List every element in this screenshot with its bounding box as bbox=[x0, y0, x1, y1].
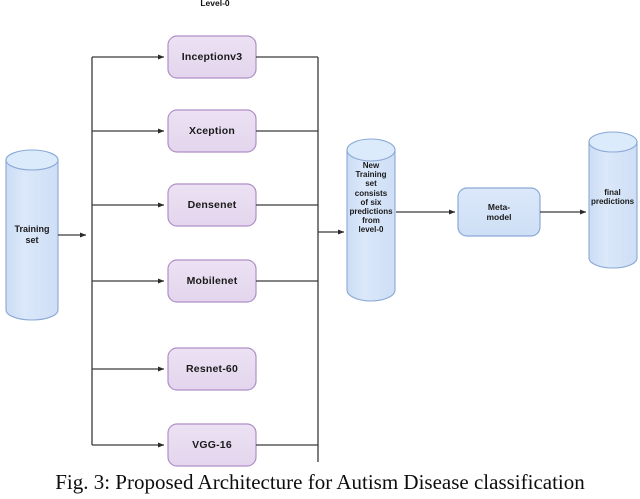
model-box-inceptionv3[interactable] bbox=[167, 35, 257, 79]
model-box-resnet60[interactable] bbox=[167, 347, 257, 391]
diagram-canvas bbox=[5, 35, 638, 467]
model-box-xception[interactable] bbox=[167, 109, 257, 153]
models-to-newset-connectors bbox=[256, 56, 345, 462]
architecture-diagram: Level-0 Training set Inceptionv3 Xceptio… bbox=[5, 0, 638, 467]
new-training-set-cylinder bbox=[346, 138, 396, 302]
model-box-densenet[interactable] bbox=[167, 183, 257, 227]
meta-model-box[interactable] bbox=[457, 187, 541, 237]
level-0-label: Level-0 bbox=[200, 0, 230, 8]
final-predictions-cylinder bbox=[588, 131, 638, 269]
model-box-mobilenet[interactable] bbox=[167, 259, 257, 303]
input-to-models-connectors bbox=[58, 54, 165, 448]
figure-caption: Fig. 3: Proposed Architecture for Autism… bbox=[55, 470, 585, 494]
model-box-vgg16[interactable] bbox=[167, 423, 257, 467]
training-set-cylinder bbox=[5, 149, 59, 321]
